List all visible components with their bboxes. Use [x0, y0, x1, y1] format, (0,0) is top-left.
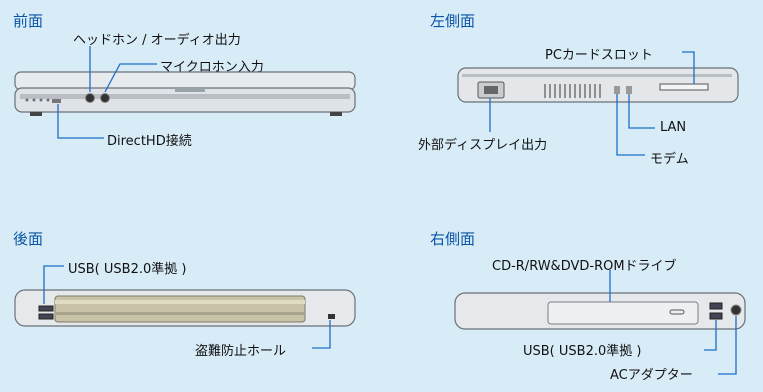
right-usb-label: USB( USB2.0準拠 ): [523, 344, 642, 359]
directhd-label: DirectHD接続: [107, 134, 192, 149]
front-title: 前面: [13, 12, 44, 30]
rear-title: 後面: [13, 230, 44, 248]
ac-label: ACアダプター: [610, 368, 693, 383]
modem-label: モデム: [650, 152, 689, 167]
lock-label: 盗難防止ホール: [195, 344, 287, 359]
pccard-label: PCカードスロット: [545, 48, 653, 63]
drive-label: CD-R/RW&DVD-ROMドライブ: [492, 259, 677, 274]
left-title: 左側面: [430, 12, 476, 30]
mic-label: マイクロホン入力: [160, 60, 264, 75]
display-label: 外部ディスプレイ出力: [418, 138, 548, 153]
right-title: 右側面: [430, 230, 476, 248]
lan-label: LAN: [660, 120, 687, 135]
rear-usb-label: USB( USB2.0準拠 ): [68, 262, 187, 277]
headphone-label: ヘッドホン / オーディオ出力: [73, 33, 241, 48]
